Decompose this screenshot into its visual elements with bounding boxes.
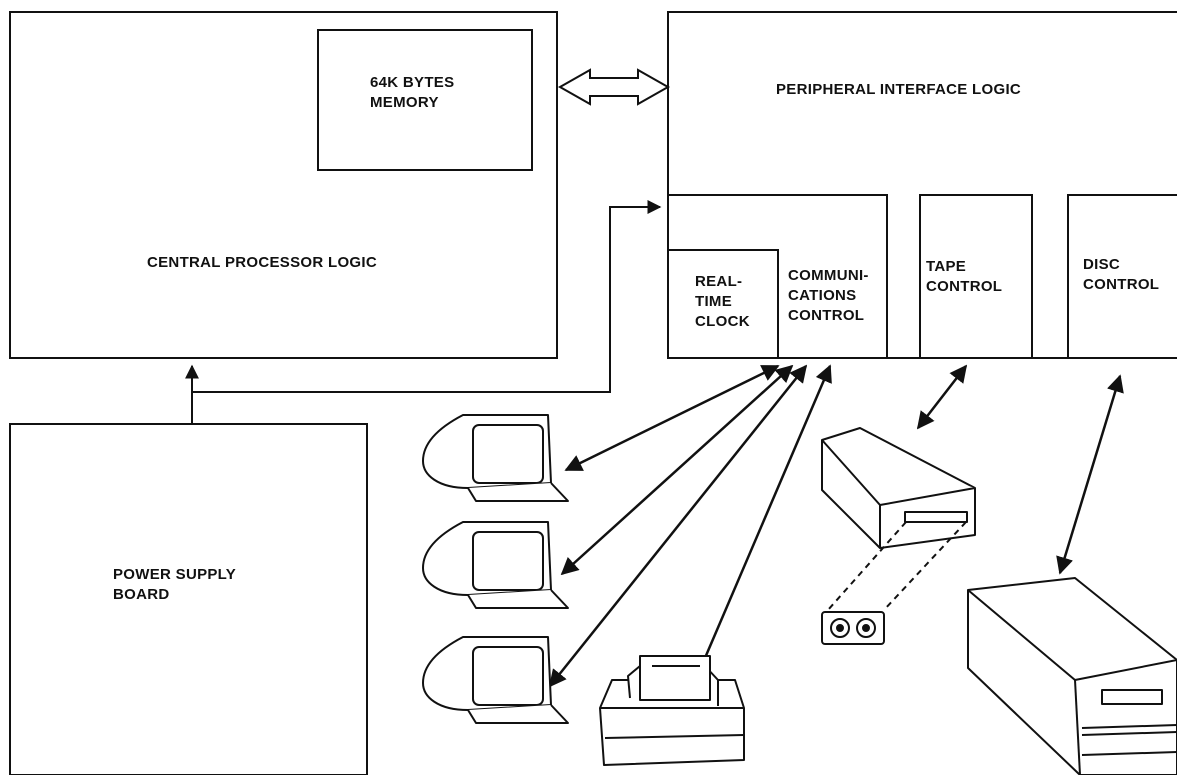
crt-terminal-icon xyxy=(423,415,568,501)
printer-link xyxy=(690,366,830,693)
real-time-clock-label: REAL- TIME CLOCK xyxy=(695,272,750,332)
tape-drive-icon xyxy=(822,428,975,548)
disc-control-label: DISC CONTROL xyxy=(1083,255,1159,295)
memory-label: 64K BYTES MEMORY xyxy=(370,73,454,113)
tape-cassette-icon xyxy=(822,612,884,644)
bus-arrow xyxy=(560,70,668,104)
central-processor-label: CENTRAL PROCESSOR LOGIC xyxy=(147,253,377,273)
crt-terminal-icon xyxy=(423,522,568,608)
peripheral-interface-label: PERIPHERAL INTERFACE LOGIC xyxy=(776,80,1021,100)
crt-terminal-icon xyxy=(423,637,568,723)
terminal-2-link xyxy=(562,366,792,574)
printer-icon xyxy=(600,656,744,765)
power-supply-label: POWER SUPPLY BOARD xyxy=(113,565,236,605)
disc-drive-icon xyxy=(968,578,1177,775)
terminal-1-link xyxy=(566,366,778,470)
tape-link xyxy=(918,366,966,428)
power-to-peripheral-arrow xyxy=(192,207,660,392)
communications-control-label: COMMUNI- CATIONS CONTROL xyxy=(788,266,869,326)
tape-control-label: TAPE CONTROL xyxy=(926,257,1002,297)
disc-link xyxy=(1060,376,1120,573)
central-processor-box xyxy=(10,12,557,358)
